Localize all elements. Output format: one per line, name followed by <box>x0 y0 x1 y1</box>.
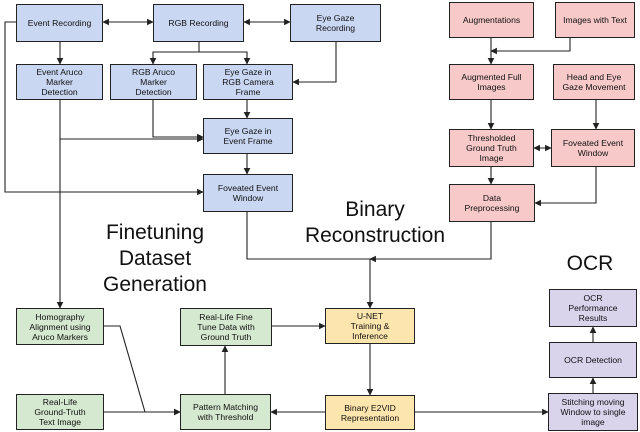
node-thresholded-ground-truth: Thresholded Ground Truth Image <box>449 129 534 167</box>
node-augmentations: Augmentations <box>449 2 534 38</box>
node-event-recording: Event Recording <box>16 4 103 42</box>
node-rgb-aruco-detection: RGB Aruco Marker Detection <box>110 64 197 100</box>
node-pattern-matching: Pattern Matching with Threshold <box>180 394 271 430</box>
node-unet-training: U-NET Training & Inference <box>325 308 415 344</box>
node-ocr-performance-results: OCR Performance Results <box>549 289 637 327</box>
node-foveated-event-window-right: Foveated Event Window <box>551 129 635 167</box>
node-rgb-recording: RGB Recording <box>153 4 244 42</box>
section-title-ocr: OCR <box>566 252 614 275</box>
node-data-preprocessing: Data Preprocessing <box>449 184 535 222</box>
node-eye-gaze-event-frame: Eye Gaze in Event Frame <box>203 118 293 154</box>
node-homography-alignment: Homography Alignment using Aruco Markers <box>16 308 104 345</box>
node-event-aruco-detection: Event Aruco Marker Detection <box>16 64 103 100</box>
node-head-eye-gaze-movement: Head and Eye Gaze Movement <box>553 64 635 100</box>
node-images-with-text: Images with Text <box>555 2 635 38</box>
node-real-life-ground-truth-text: Real-Life Ground-Truth Text Image <box>16 394 104 430</box>
node-foveated-event-window-left: Foveated Event Window <box>203 174 293 212</box>
node-real-life-fine-tune: Real-Life Fine Tune Data with Ground Tru… <box>180 308 272 346</box>
node-eye-gaze-recording: Eye Gaze Recording <box>290 4 381 42</box>
node-eye-gaze-rgb-frame: Eye Gaze in RGB Camera Frame <box>203 64 293 100</box>
node-augmented-full-images: Augmented Full Images <box>449 64 534 100</box>
section-title-finetuning: Finetuning Dataset Generation <box>103 221 207 296</box>
node-ocr-detection: OCR Detection <box>549 342 637 378</box>
section-title-binary-reconstruction: Binary Reconstruction <box>304 198 446 247</box>
node-binary-e2vid: Binary E2VID Representation <box>325 395 415 430</box>
node-stitching-window: Stitching moving Window to single image <box>548 393 638 431</box>
